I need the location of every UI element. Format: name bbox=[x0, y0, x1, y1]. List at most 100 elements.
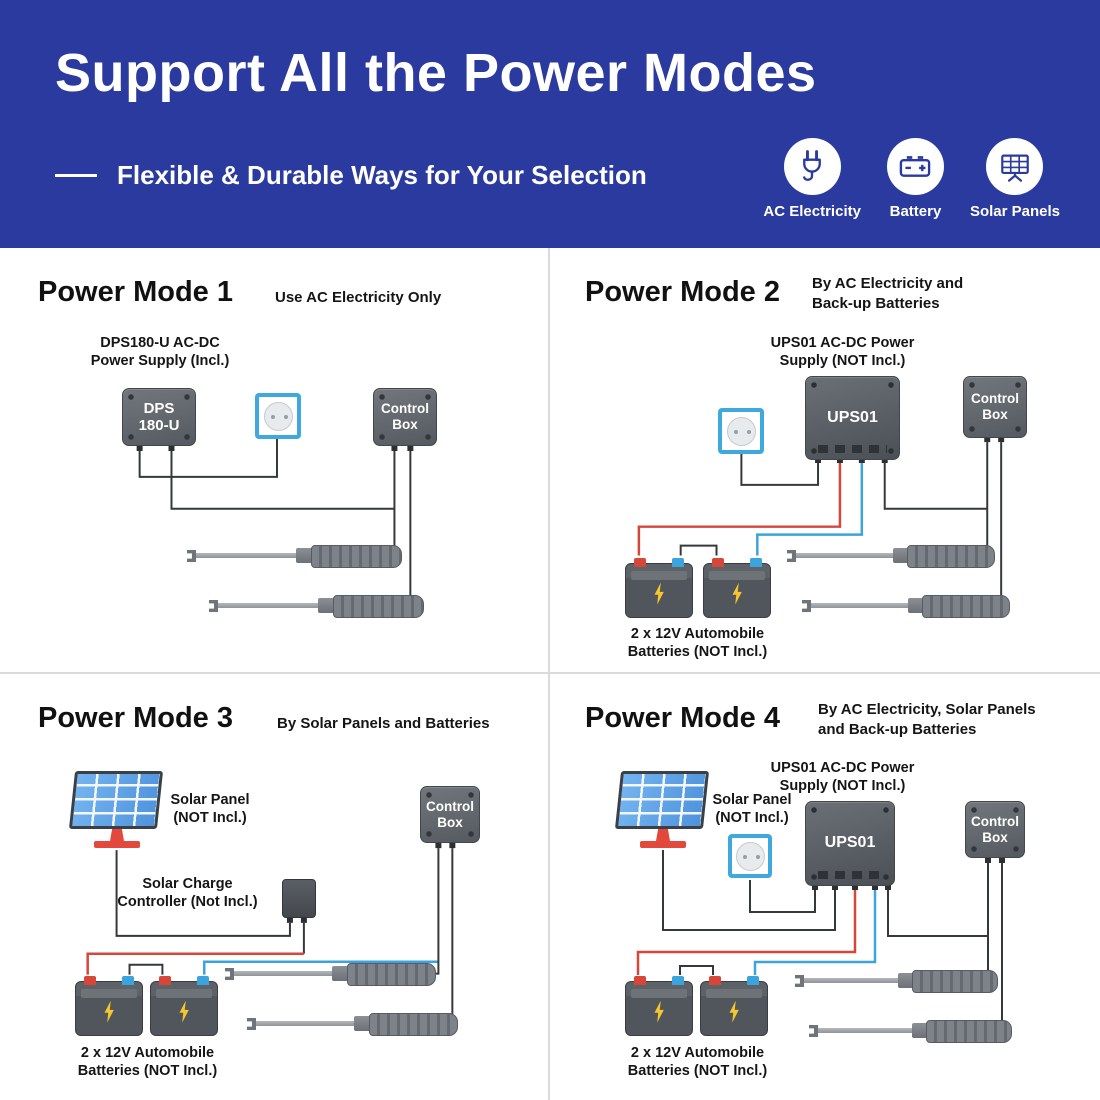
mode-subtitle: By Solar Panels and Batteries bbox=[277, 715, 490, 732]
control-box: Control Box bbox=[963, 376, 1027, 438]
battery-terminal-negative bbox=[672, 558, 684, 567]
solar-panel-stand bbox=[656, 829, 670, 841]
battery-cable-red bbox=[636, 890, 857, 975]
battery-terminal-positive bbox=[84, 976, 96, 985]
supply-label: DPS180-U AC-DC Power Supply (Incl.) bbox=[90, 335, 230, 370]
power-mode-4-panel: Power Mode 4 By AC Electricity, Solar Pa… bbox=[550, 674, 1100, 1100]
wire-ac-cord bbox=[740, 453, 820, 486]
actuator-tube bbox=[354, 1016, 377, 1031]
linear-actuator-1 bbox=[795, 969, 998, 993]
battery-terminal-positive bbox=[634, 558, 646, 567]
battery-terminal-positive bbox=[159, 976, 171, 985]
lightning-bolt-icon bbox=[732, 582, 742, 605]
solar-label: Solar Panel (NOT Incl.) bbox=[712, 792, 792, 827]
battery-terminal-negative bbox=[672, 976, 684, 985]
battery-cable-blue bbox=[753, 890, 877, 975]
battery-1 bbox=[625, 558, 693, 618]
wire-ac-cord bbox=[138, 438, 278, 478]
battery-2 bbox=[150, 976, 218, 1036]
lightning-bolt-icon bbox=[179, 1000, 189, 1023]
header-banner: Support All the Power Modes Flexible & D… bbox=[0, 0, 1100, 248]
power-source-solar: Solar Panels bbox=[970, 138, 1060, 220]
control-box-label: Control Box bbox=[971, 813, 1019, 845]
actuator-tube bbox=[907, 598, 931, 613]
wire-actuator-2 bbox=[1001, 863, 1012, 1032]
battery-jumper bbox=[128, 963, 164, 975]
outlet-socket bbox=[735, 841, 765, 871]
battery-label: 2 x 12V Automobile Batteries (NOT Incl.) bbox=[627, 626, 768, 661]
power-mode-2-panel: Power Mode 2 By AC Electricity and Back-… bbox=[550, 248, 1100, 674]
wire-actuator-1 bbox=[987, 863, 998, 982]
lightning-bolt-icon bbox=[654, 582, 664, 605]
supply-label: UPS01 AC-DC Power Supply (NOT Incl.) bbox=[770, 335, 915, 370]
actuator-tube bbox=[296, 548, 320, 563]
dash-decoration bbox=[55, 174, 97, 177]
wire-actuator-1 bbox=[434, 848, 440, 975]
device-label: UPS01 bbox=[824, 834, 876, 852]
linear-actuator-2 bbox=[809, 1019, 1012, 1043]
battery-2 bbox=[703, 558, 771, 618]
battery-label: 2 x 12V Automobile Batteries (NOT Incl.) bbox=[77, 1045, 218, 1080]
modes-grid: Power Mode 1 Use AC Electricity Only DPS… bbox=[0, 248, 1100, 1100]
battery-1 bbox=[625, 976, 693, 1036]
wire-actuator-1 bbox=[393, 451, 401, 556]
solar-label: Solar Panel (NOT Incl.) bbox=[170, 792, 250, 827]
wire-solar-in bbox=[115, 850, 291, 937]
controller-label: Solar Charge Controller (Not Incl.) bbox=[117, 876, 258, 911]
solar-panel bbox=[614, 771, 710, 848]
wiring-diagram-mode-3 bbox=[86, 837, 457, 1025]
wire-actuator-1 bbox=[986, 442, 995, 556]
mode-subtitle: Use AC Electricity Only bbox=[275, 289, 442, 306]
mode-title: Power Mode 2 bbox=[585, 276, 780, 308]
wire-solar-in bbox=[662, 850, 836, 931]
battery-jumper bbox=[679, 965, 714, 975]
solar-panel-stand bbox=[110, 829, 124, 841]
ac-label: AC Electricity bbox=[763, 203, 861, 220]
solar-charge-controller bbox=[282, 879, 316, 918]
mode-title: Power Mode 3 bbox=[38, 702, 233, 734]
battery-cable-red bbox=[637, 462, 842, 556]
battery-terminal-negative bbox=[122, 976, 134, 985]
control-box-label: Control Box bbox=[426, 798, 474, 830]
ups01-power-supply: UPS01 bbox=[805, 376, 900, 460]
device-label: UPS01 bbox=[827, 408, 878, 426]
battery-terminal-negative bbox=[747, 976, 759, 985]
battery-terminal-negative bbox=[197, 976, 209, 985]
wire-actuator-2 bbox=[409, 451, 423, 606]
wire-ac-cord bbox=[749, 880, 816, 913]
actuator-tube bbox=[892, 548, 916, 563]
power-source-icons: AC Electricity Battery bbox=[763, 138, 1060, 220]
main-subtitle: Flexible & Durable Ways for Your Selecti… bbox=[117, 160, 647, 190]
lightning-bolt-icon bbox=[654, 1000, 664, 1023]
mode-subtitle: By AC Electricity, Solar Panels and Back… bbox=[818, 701, 1036, 738]
battery-terminal-positive bbox=[709, 976, 721, 985]
device-label: DPS 180-U bbox=[138, 399, 180, 434]
battery-cable-blue bbox=[203, 960, 439, 975]
battery-terminal-positive bbox=[634, 976, 646, 985]
lightning-bolt-icon bbox=[104, 1000, 114, 1023]
control-box-label: Control Box bbox=[381, 401, 429, 432]
power-mode-3-panel: Power Mode 3 By Solar Panels and Batteri… bbox=[0, 674, 550, 1100]
actuator-tube bbox=[318, 598, 342, 613]
mode-subtitle: By AC Electricity and Back-up Batteries bbox=[812, 275, 964, 312]
wall-outlet bbox=[255, 393, 301, 439]
power-source-battery: Battery bbox=[886, 138, 944, 220]
battery-glyph bbox=[900, 155, 931, 177]
battery-cable-blue bbox=[756, 462, 864, 556]
wire-actuator-2 bbox=[1000, 442, 1010, 606]
battery-cable-red bbox=[86, 952, 304, 975]
linear-actuator-1 bbox=[225, 962, 437, 986]
solar-label: Solar Panels bbox=[969, 203, 1060, 220]
power-mode-1-panel: Power Mode 1 Use AC Electricity Only DPS… bbox=[0, 248, 550, 674]
solar-glyph bbox=[1001, 154, 1029, 182]
wire-actuator-2 bbox=[451, 848, 457, 1025]
solar-panel-face bbox=[614, 771, 710, 829]
control-box: Control Box bbox=[373, 388, 437, 446]
linear-actuator-1 bbox=[187, 544, 403, 568]
wire-dc-bus bbox=[170, 451, 395, 510]
main-title: Support All the Power Modes bbox=[55, 43, 817, 103]
battery-1 bbox=[75, 976, 143, 1036]
linear-actuator-2 bbox=[247, 1012, 459, 1036]
ups01-power-supply: UPS01 bbox=[805, 801, 895, 886]
